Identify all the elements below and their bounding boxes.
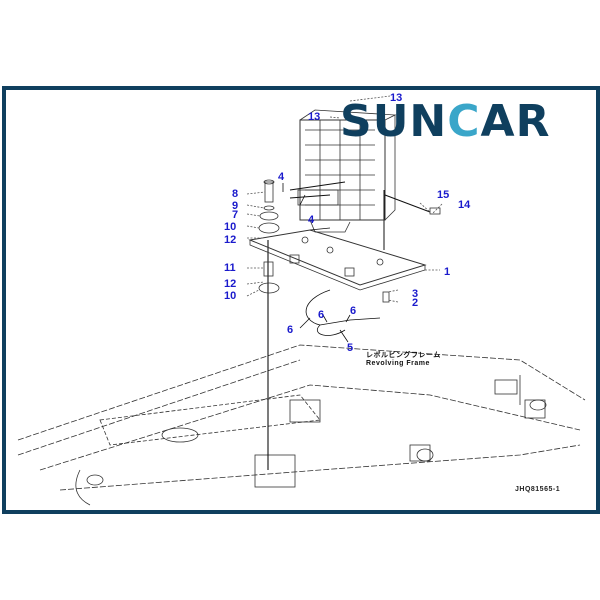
image-frame [2, 86, 600, 514]
logo-prefix: SUN [340, 96, 448, 147]
callout-10: 10 [224, 290, 237, 302]
revolving-frame [17, 344, 586, 491]
callout-6: 6 [287, 324, 294, 336]
callout-8: 8 [232, 188, 239, 200]
callout-11: 11 [224, 262, 236, 274]
callout-7: 7 [232, 209, 239, 221]
logo-suffix: AR [480, 96, 551, 147]
callout-5: 5 [347, 342, 354, 354]
caption-japanese: レボルビングフレーム [366, 352, 441, 359]
callout-9: 9 [232, 200, 239, 212]
callout-4: 4 [308, 214, 315, 226]
drawing-code: JHQ81565-1 [515, 486, 561, 493]
mounting-plate [248, 229, 427, 286]
callout-12: 12 [224, 278, 237, 290]
callout-6: 6 [350, 305, 357, 317]
callout-3: 3 [412, 288, 419, 300]
control-valve [297, 109, 397, 233]
suncar-logo: SUNCAR [340, 100, 550, 144]
logo-c-accent: C [447, 96, 481, 147]
callout-15: 15 [437, 189, 450, 201]
revolving-frame-caption: レボルビングフレーム Revolving Frame [366, 352, 441, 368]
callout-10: 10 [224, 221, 237, 233]
callout-12: 12 [224, 234, 237, 246]
callout-2: 2 [412, 297, 419, 309]
callout-4: 4 [278, 171, 285, 183]
callout-13: 13 [390, 92, 403, 104]
callout-13: 13 [308, 111, 321, 123]
callout-14: 14 [458, 199, 471, 211]
callout-1: 1 [444, 266, 451, 278]
callout-6: 6 [318, 309, 325, 321]
caption-english: Revolving Frame [366, 360, 430, 367]
